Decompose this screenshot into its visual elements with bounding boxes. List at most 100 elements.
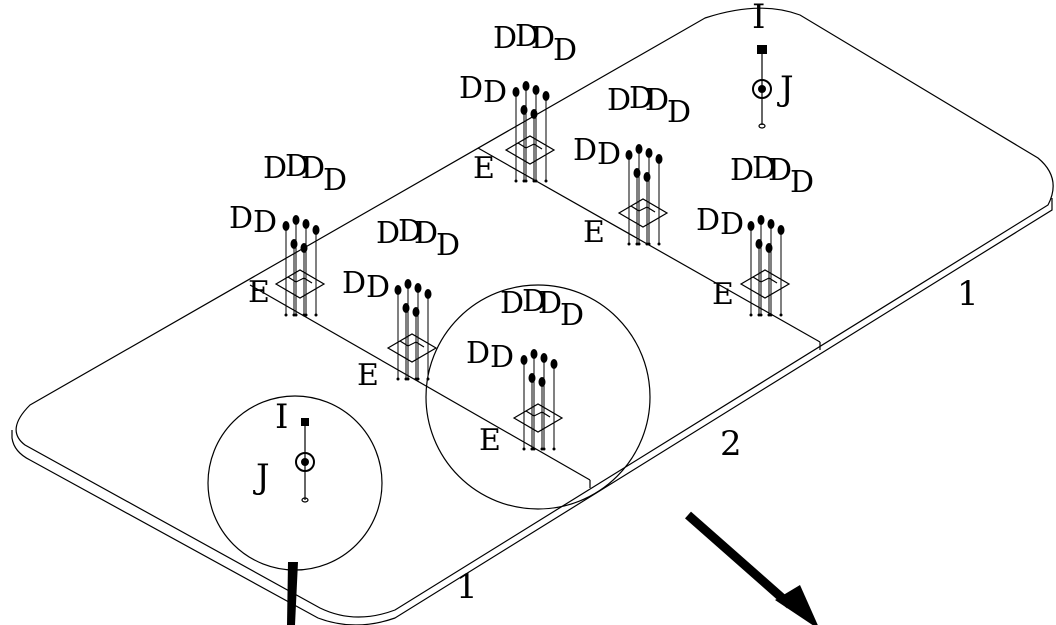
- detail-circle-center: [425, 284, 651, 510]
- screw-icon: [765, 243, 773, 253]
- screw-icon: [302, 219, 310, 229]
- label-e: E: [248, 275, 270, 310]
- screw-icon: [394, 285, 402, 295]
- label-d: D: [573, 133, 597, 168]
- screw-icon: [520, 355, 528, 365]
- label-d: D: [376, 216, 400, 251]
- screw-icon: [530, 349, 538, 359]
- label-j-top: J: [777, 69, 794, 109]
- label-d: D: [229, 201, 253, 236]
- label-d: D: [730, 153, 754, 188]
- label-d: D: [414, 216, 438, 251]
- label-d: D: [253, 205, 277, 240]
- screw-icon: [522, 81, 530, 91]
- screw-icon: [655, 154, 663, 164]
- hinge-plate-icon: [274, 269, 326, 299]
- screw-icon: [412, 307, 420, 317]
- screw-icon: [767, 219, 775, 229]
- label-e: E: [357, 358, 379, 393]
- label-d: D: [398, 214, 422, 249]
- leg-bolt-left: [295, 418, 315, 503]
- label-d: D: [629, 81, 653, 116]
- label-e: E: [583, 215, 605, 250]
- label-d: D: [522, 284, 546, 319]
- hinge-plate-icon: [386, 333, 438, 363]
- panel-number-right: 1: [957, 274, 979, 314]
- pointer-icon: [287, 562, 298, 625]
- arrow-icon: [685, 511, 818, 625]
- screw-icon: [542, 91, 550, 101]
- label-d: D: [515, 19, 539, 54]
- label-d: D: [645, 83, 669, 118]
- label-d: D: [667, 95, 691, 130]
- screw-icon: [312, 225, 320, 235]
- screw-icon: [528, 373, 536, 383]
- label-d: D: [790, 165, 814, 200]
- hinge-plate-icon: [512, 403, 564, 433]
- screw-icon: [530, 109, 538, 119]
- hinge-plate-icon: [504, 135, 556, 165]
- screw-icon: [777, 225, 785, 235]
- label-d: D: [285, 149, 309, 184]
- label-d: D: [560, 298, 584, 333]
- label-d: D: [301, 151, 325, 186]
- screw-icon: [633, 168, 641, 178]
- label-d: D: [323, 163, 347, 198]
- label-e: E: [479, 423, 501, 458]
- label-d: D: [553, 33, 577, 68]
- screw-icon: [424, 289, 432, 299]
- label-d: D: [538, 286, 562, 321]
- label-d: D: [752, 151, 776, 186]
- label-d: D: [466, 336, 490, 371]
- screw-icon: [625, 150, 633, 160]
- screw-icon: [757, 215, 765, 225]
- screw-icon: [512, 87, 520, 97]
- hinge-plate-icon: [739, 269, 791, 299]
- screw-icon: [532, 85, 540, 95]
- label-d: D: [597, 137, 621, 172]
- label-i-left: I: [275, 397, 288, 437]
- screw-icon: [755, 239, 763, 249]
- label-d: D: [696, 203, 720, 238]
- screw-icon: [402, 303, 410, 313]
- leg-bolt-top: [752, 45, 772, 129]
- seam-left: [249, 284, 591, 481]
- detail-circle-left: [207, 395, 383, 571]
- screw-icon: [520, 105, 528, 115]
- label-d: D: [531, 21, 555, 56]
- label-d: D: [720, 207, 744, 242]
- label-d: D: [342, 266, 366, 301]
- screw-icon: [290, 239, 298, 249]
- screw-icon: [300, 243, 308, 253]
- label-j-left: J: [253, 457, 270, 497]
- label-d: D: [366, 270, 390, 305]
- screw-icon: [282, 221, 290, 231]
- label-d: D: [490, 340, 514, 375]
- panel-number-left: 1: [456, 567, 478, 607]
- screw-icon: [550, 359, 558, 369]
- label-d: D: [263, 151, 287, 186]
- label-d: D: [483, 75, 507, 110]
- screw-icon: [414, 283, 422, 293]
- panel-number-center: 2: [720, 424, 742, 464]
- label-e: E: [712, 277, 734, 312]
- label-i-top: I: [752, 0, 765, 37]
- screw-icon: [538, 377, 546, 387]
- screw-icon: [645, 148, 653, 158]
- label-e: E: [473, 151, 495, 186]
- screw-icon: [635, 144, 643, 154]
- screw-icon: [404, 279, 412, 289]
- screw-icon: [643, 172, 651, 182]
- screw-icon: [747, 221, 755, 231]
- screw-icon: [292, 215, 300, 225]
- label-d: D: [493, 21, 517, 56]
- label-d: D: [607, 83, 631, 118]
- label-d: D: [768, 153, 792, 188]
